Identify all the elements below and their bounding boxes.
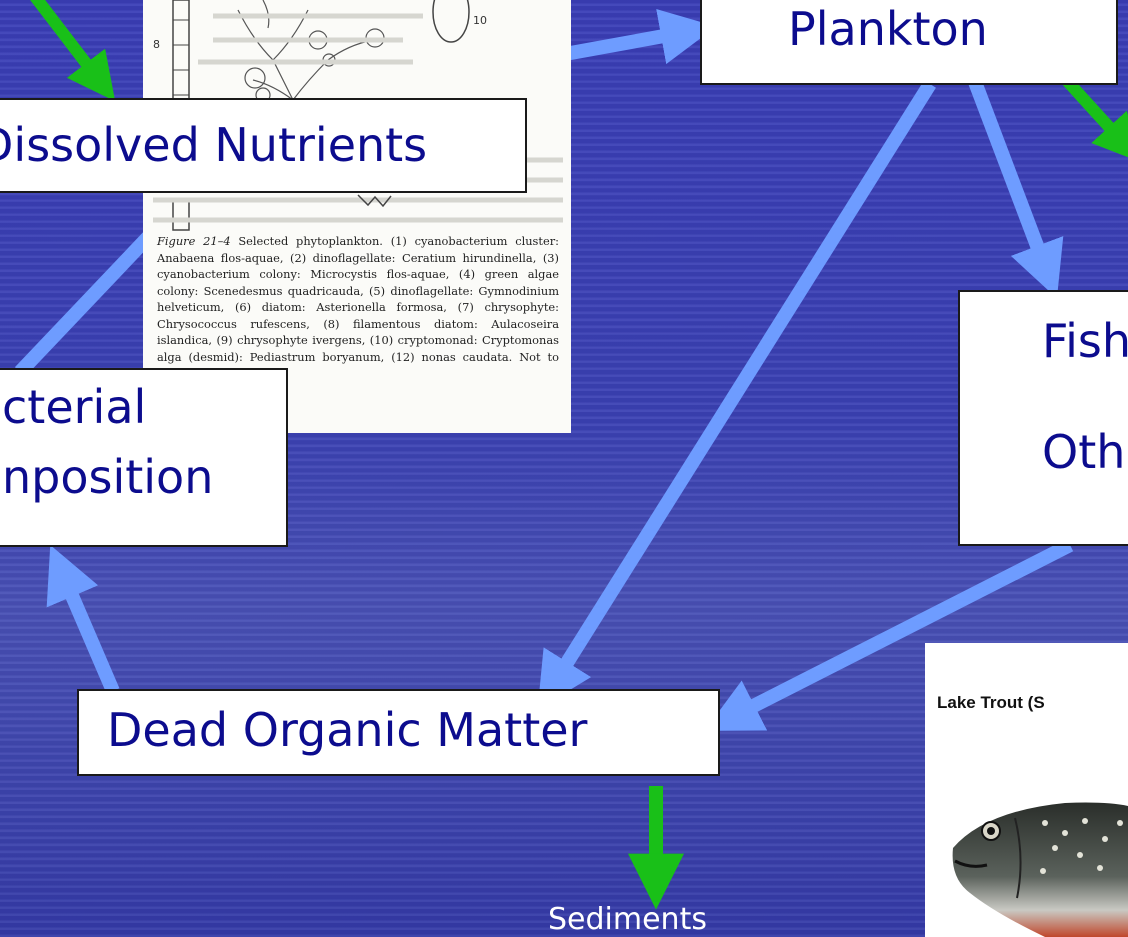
- arrow-plankton-to-dead-organic-matter: [548, 84, 930, 693]
- bacterial-label-line2: nposition: [2, 450, 286, 505]
- cryptomonad-drawing: [433, 0, 469, 42]
- plankton-label: Plankton: [788, 2, 1116, 57]
- dead-organic-matter-node: Dead Organic Matter: [77, 689, 720, 776]
- lake-trout-label: Lake Trout (S: [937, 693, 1045, 713]
- fish-node: Fish Oth: [958, 290, 1128, 546]
- arrow-into-dissolved-nutrients: [30, 0, 105, 88]
- figure-number-8: 8: [153, 38, 160, 51]
- bacterial-label-line1: cterial: [2, 380, 286, 435]
- bacterial-decomposition-node: cterial nposition: [0, 368, 288, 547]
- dead-organic-matter-label: Dead Organic Matter: [107, 703, 718, 758]
- dissolved-nutrients-label: Dissolved Nutrients: [0, 118, 525, 173]
- fish-label-line1: Fish: [1042, 314, 1128, 369]
- sediments-label: Sediments: [548, 902, 707, 937]
- lake-trout-image: Lake Trout (S: [925, 643, 1128, 937]
- filament-drawing: [173, 0, 189, 110]
- caption-figure-label: Figure 21–4: [157, 234, 231, 248]
- caption-text: Selected phytoplankton. (1) cyanobacteri…: [157, 234, 559, 347]
- plankton-node: Plankton: [700, 0, 1118, 85]
- arrow-dead-organic-matter-to-bacterial: [58, 563, 113, 691]
- arrow-plankton-to-fish-node: [975, 82, 1050, 280]
- figure-number-10: 10: [473, 14, 487, 27]
- lake-trout-drawing: [925, 643, 1128, 937]
- dissolved-nutrients-node: Dissolved Nutrients: [0, 98, 527, 193]
- fish-label-line2: Oth: [1042, 425, 1128, 480]
- phytoplankton-caption: Figure 21–4 Selected phytoplankton. (1) …: [157, 233, 559, 382]
